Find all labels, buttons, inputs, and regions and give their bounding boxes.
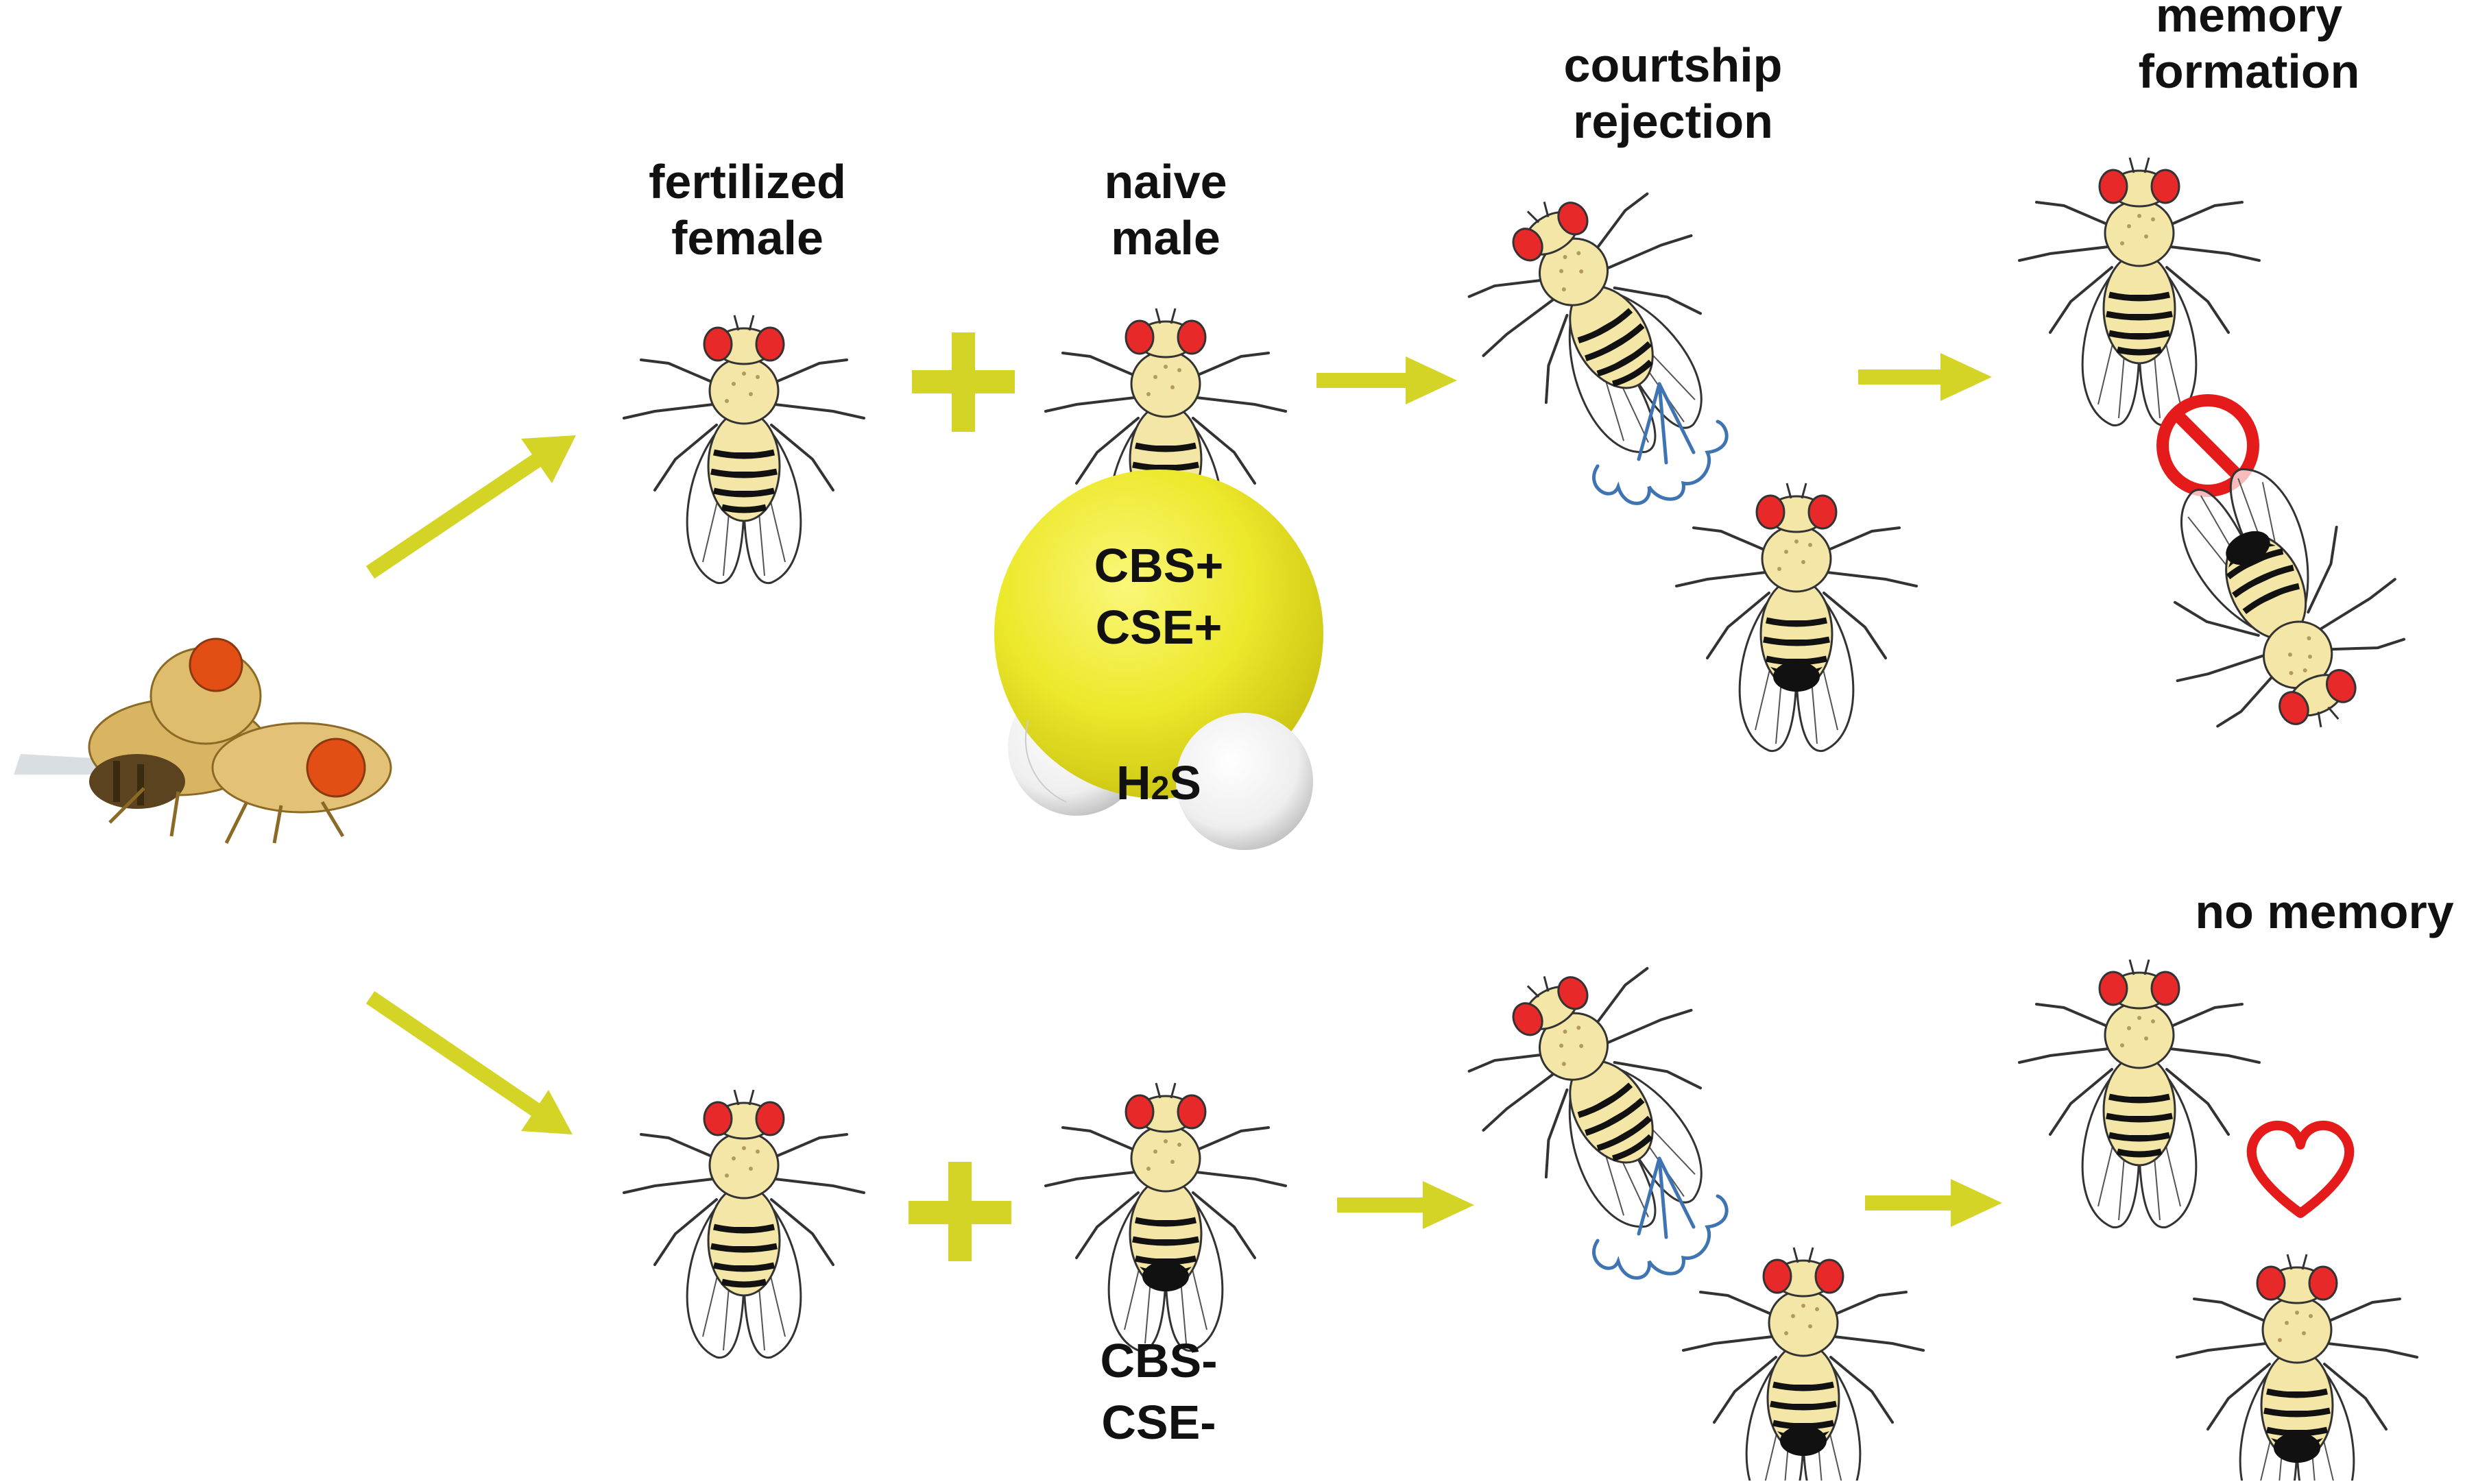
arrow-up <box>365 435 576 579</box>
label-naive-male: naive male <box>1104 155 1227 265</box>
label-cse-plus: CSE+ <box>1095 600 1223 654</box>
no-memory-male-fly <box>2019 960 2259 1228</box>
plus-sign-top <box>912 332 1015 432</box>
label-cbs-plus: CBS+ <box>1094 539 1224 592</box>
memory-female-fly <box>2108 430 2438 774</box>
rejecting-female-fly-bottom <box>1683 1248 1923 1481</box>
fertilized-female-fly-bottom <box>624 1090 864 1358</box>
arrow-bottom-1 <box>1337 1181 1474 1229</box>
label-cbs-minus: CBS- <box>1100 1334 1218 1387</box>
arrow-bottom-2 <box>1865 1179 2002 1227</box>
memory-male-fly <box>2019 158 2259 426</box>
label-courtship-rejection: courtship rejection <box>1563 38 1783 148</box>
label-memory-formation: memory formation <box>2138 0 2360 98</box>
label-fertilized-female: fertilized female <box>649 155 846 265</box>
prohibition-icon <box>2156 394 2259 497</box>
mutant-male-fly <box>1046 1083 1286 1351</box>
heart-icon <box>2246 1121 2355 1218</box>
arrow-top-1 <box>1316 356 1457 404</box>
mating-flies-photo <box>14 637 392 844</box>
fertilized-female-fly <box>624 315 864 583</box>
no-memory-female-fly <box>2177 1254 2417 1481</box>
rejecting-female-fly-top <box>1676 483 1916 751</box>
h2s-molecule <box>994 470 1323 850</box>
label-h2s: H2S <box>1116 756 1201 810</box>
plus-sign-bottom <box>909 1162 1011 1261</box>
arrow-top-2 <box>1858 353 1992 401</box>
arrow-down <box>365 990 573 1134</box>
label-cse-minus: CSE- <box>1101 1396 1216 1449</box>
label-no-memory: no memory <box>2195 885 2454 938</box>
